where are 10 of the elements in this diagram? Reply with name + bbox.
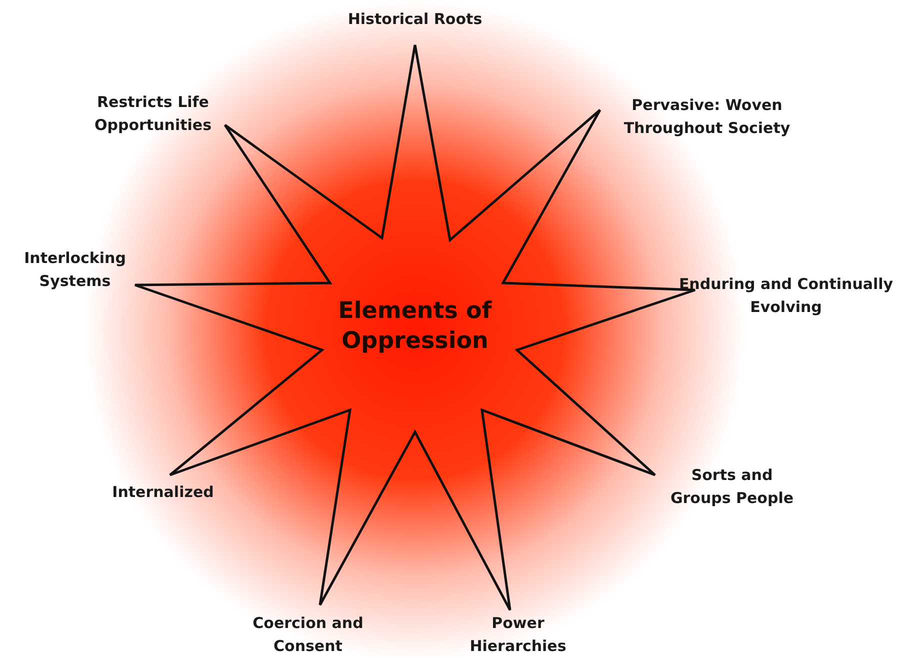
point-label: Internalized — [111, 482, 215, 503]
point-label: Power Hierarchies — [468, 613, 568, 657]
point-label: Pervasive: Woven Throughout Society — [622, 95, 792, 139]
point-label: Coercion and Consent — [252, 613, 364, 657]
point-label: Enduring and Continually Evolving — [678, 274, 894, 318]
point-label: Sorts and Groups People — [669, 465, 795, 509]
point-label: Restricts Life Opportunities — [93, 92, 212, 136]
center-title: Elements of Oppression — [337, 297, 493, 356]
point-label: Historical Roots — [346, 9, 484, 30]
point-label: Interlocking Systems — [23, 248, 127, 292]
